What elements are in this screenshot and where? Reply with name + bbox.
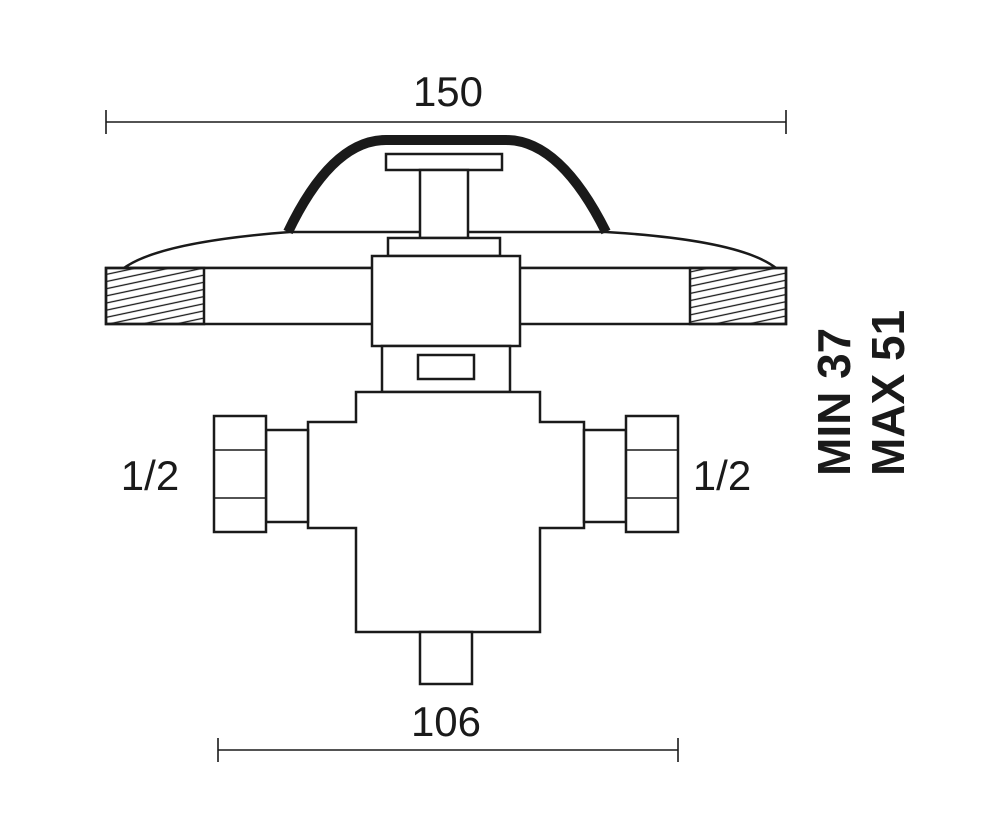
left-connection-label: 1/2	[121, 452, 179, 499]
bottom-dimension: 106	[217, 698, 679, 762]
right-connector	[582, 414, 680, 534]
left-connector	[212, 414, 310, 534]
wall-section	[104, 254, 788, 348]
valve-body	[306, 390, 586, 686]
depth-min-label: MIN 37	[808, 328, 860, 476]
right-connection-label: 1/2	[693, 452, 751, 499]
stem	[384, 152, 504, 258]
top-dimension: 150	[105, 68, 787, 134]
depth-max-label: MAX 51	[862, 310, 914, 476]
neck	[380, 344, 512, 394]
top-dimension-label: 150	[413, 68, 483, 115]
bottom-dimension-label: 106	[411, 698, 481, 745]
